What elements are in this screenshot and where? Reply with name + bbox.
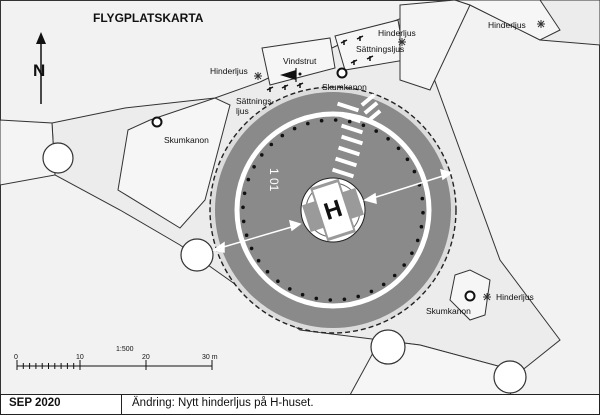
perimeter-light <box>292 126 297 131</box>
label-skumkanon-1: Skumkanon <box>164 135 209 145</box>
approach-light-6-icon <box>350 59 358 65</box>
perimeter-light <box>252 165 256 169</box>
perimeter-light <box>333 118 338 122</box>
revision-note: Ändring: Nytt hinderljus på H-huset. <box>132 397 314 409</box>
scale-tick-30: 30 m <box>202 354 218 361</box>
scale-tick-20: 20 <box>142 354 150 361</box>
obstacle-light-3-icon <box>537 20 545 28</box>
label-hinderljus-4: Hinderljus <box>496 292 534 302</box>
label-sattningsljus-2: Sättningsljus <box>356 44 404 54</box>
label-vindstrut: Vindstrut <box>283 56 317 66</box>
perimeter-light <box>369 289 374 294</box>
scale-tick-0: 0 <box>14 354 18 361</box>
perimeter-light <box>300 292 305 297</box>
label-hinderljus-2: Hinderljus <box>378 28 416 38</box>
perimeter-light <box>260 153 264 157</box>
perimeter-light <box>381 282 386 287</box>
perimeter-light <box>249 246 254 251</box>
perimeter-light <box>241 219 246 224</box>
pad-number: 1 01 <box>267 168 281 192</box>
perimeter-light <box>328 298 333 302</box>
perimeter-light <box>356 294 361 299</box>
approach-light-4-icon <box>340 39 348 45</box>
chart-footer: SEP 2020 Ändring: Nytt hinderljus på H-h… <box>0 394 600 415</box>
scale-bar <box>16 360 213 370</box>
perimeter-light <box>319 118 324 123</box>
approach-light-2-icon <box>281 84 289 90</box>
perimeter-light <box>347 119 352 124</box>
approach-light-5-icon <box>356 35 364 41</box>
perimeter-light <box>405 157 410 162</box>
scale-ratio: 1:500 <box>116 346 134 353</box>
chart-title: FLYGPLATSKARTA <box>93 11 204 25</box>
perimeter-light <box>280 133 285 138</box>
approach-light-1-icon <box>266 86 274 92</box>
north-arrow-icon <box>36 32 46 104</box>
perimeter-light <box>412 169 417 174</box>
perimeter-light <box>288 287 292 291</box>
label-hinderljus-1: Hinderljus <box>210 66 248 76</box>
revision-date: SEP 2020 <box>9 397 61 409</box>
perimeter-light <box>246 177 251 182</box>
label-skumkanon-2: Skumkanon <box>322 82 367 92</box>
label-sattningsljus-1b: ljus <box>236 106 249 116</box>
foam-cannon-1-icon <box>151 116 163 128</box>
approach-light-7-icon <box>366 55 374 61</box>
obstacle-lights <box>254 20 545 301</box>
chart-drawing: H 1 01 <box>0 0 600 395</box>
label-sattningsljus-1a: Sättnings- <box>236 96 274 106</box>
round-structures <box>42 142 527 394</box>
perimeter-light <box>276 279 280 284</box>
perimeter-light <box>374 129 379 133</box>
perimeter-light <box>342 297 347 302</box>
approach-light-3-icon <box>296 82 304 88</box>
perimeter-light <box>421 210 425 215</box>
north-label: N <box>33 61 45 80</box>
perimeter-light <box>402 263 407 267</box>
label-skumkanon-3: Skumkanon <box>426 306 471 316</box>
perimeter-light <box>392 273 397 278</box>
approach-lights <box>266 35 374 92</box>
perimeter-lights <box>241 118 425 302</box>
perimeter-light <box>410 251 414 255</box>
perimeter-light <box>269 142 274 147</box>
perimeter-light <box>396 146 401 151</box>
scale-tick-10: 10 <box>76 354 84 361</box>
foam-cannon-2-icon <box>336 67 348 79</box>
perimeter-light <box>306 121 310 126</box>
perimeter-light <box>419 224 424 229</box>
windsock-icon <box>280 68 302 82</box>
obstacle-light-1-icon <box>254 72 262 80</box>
approach-stripes <box>331 93 382 179</box>
perimeter-light <box>415 238 420 243</box>
footer-divider <box>121 395 122 414</box>
perimeter-light <box>361 123 366 128</box>
obstacle-light-2-icon <box>398 38 406 46</box>
obstacle-light-4-icon <box>483 293 491 301</box>
label-hinderljus-3: Hinderljus <box>488 20 526 30</box>
foam-cannon-3-icon <box>464 290 476 302</box>
foam-cannons <box>151 67 476 302</box>
perimeter-light <box>265 269 270 274</box>
perimeter-light <box>386 137 390 141</box>
perimeter-light <box>244 233 249 237</box>
dimension-arrows <box>212 168 453 253</box>
perimeter-light <box>241 205 245 210</box>
perimeter-light <box>314 296 319 301</box>
h-cross <box>302 178 364 242</box>
touchdown-ring <box>234 111 432 309</box>
perimeter-light <box>420 196 425 201</box>
perimeter-light <box>256 258 261 263</box>
perimeter-light <box>242 191 247 196</box>
